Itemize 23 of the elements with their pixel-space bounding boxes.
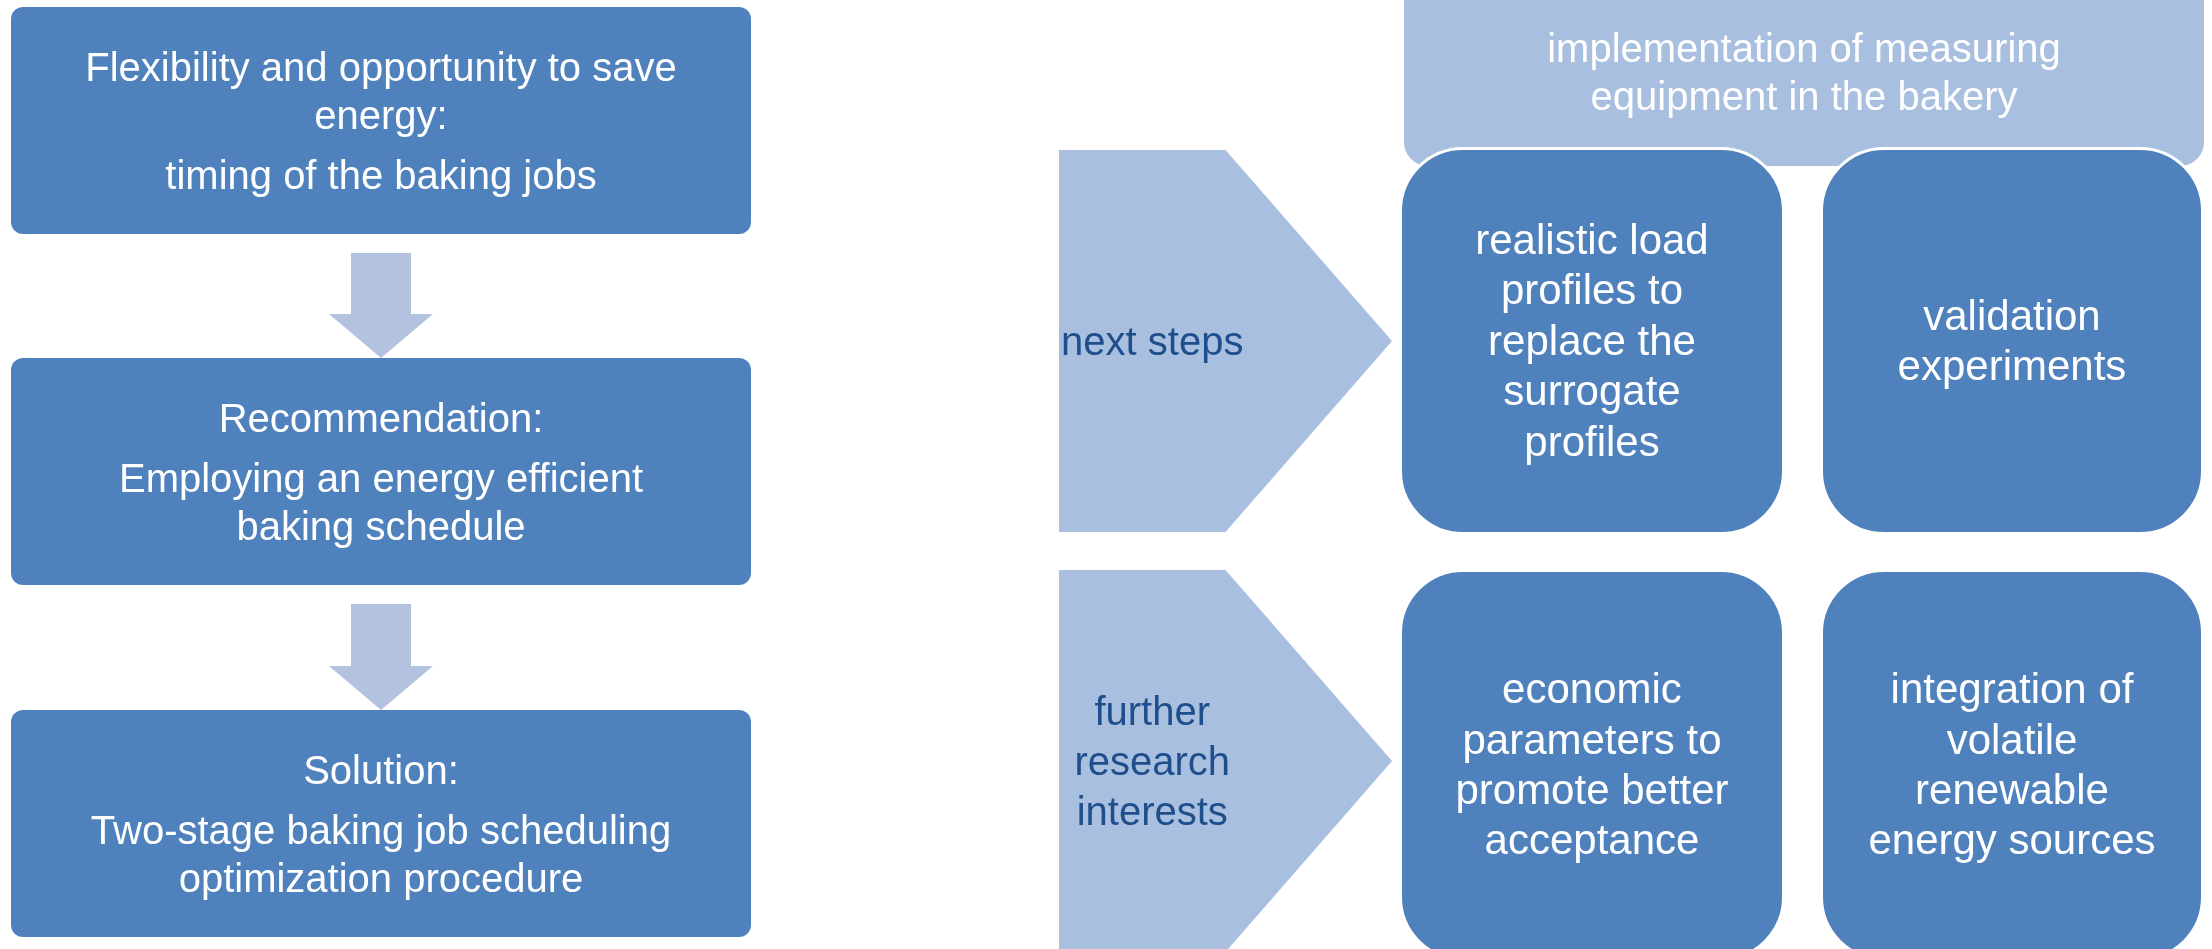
rounded-box — [1399, 569, 1785, 949]
box-text: Solution: — [303, 746, 459, 794]
box-text: economic parameters to promote better acceptance — [1454, 664, 1730, 866]
banner-text: implementation of measuring equipment in the bakery — [1546, 25, 2062, 120]
box-text: Flexibility and opportunity to save energy: — [84, 43, 678, 139]
box-text: realistic load profiles to replace the surrogate profiles — [1474, 215, 1710, 467]
chevron-text: next steps — [1061, 318, 1244, 365]
chevron-text: further research interests — [1073, 688, 1232, 835]
rounded-box — [1399, 147, 1785, 535]
rounded-box — [1820, 569, 2204, 949]
process-box — [11, 7, 751, 234]
block-arrow — [329, 604, 433, 710]
box-text: integration of volatile renewable energy sources — [1867, 664, 2157, 866]
box-text: Employing an energy efficient baking schedule — [118, 454, 644, 550]
process-box — [11, 710, 751, 937]
block-arrow — [329, 253, 433, 358]
box-text: timing of the baking jobs — [165, 151, 597, 199]
process-box — [11, 358, 751, 585]
header-banner — [1404, 0, 2204, 166]
box-text: Recommendation: — [218, 394, 544, 442]
box-text: validation experiments — [1896, 290, 2128, 391]
box-text: Two-stage baking job scheduling optimization procedure — [89, 806, 673, 902]
rounded-box — [1820, 147, 2204, 535]
